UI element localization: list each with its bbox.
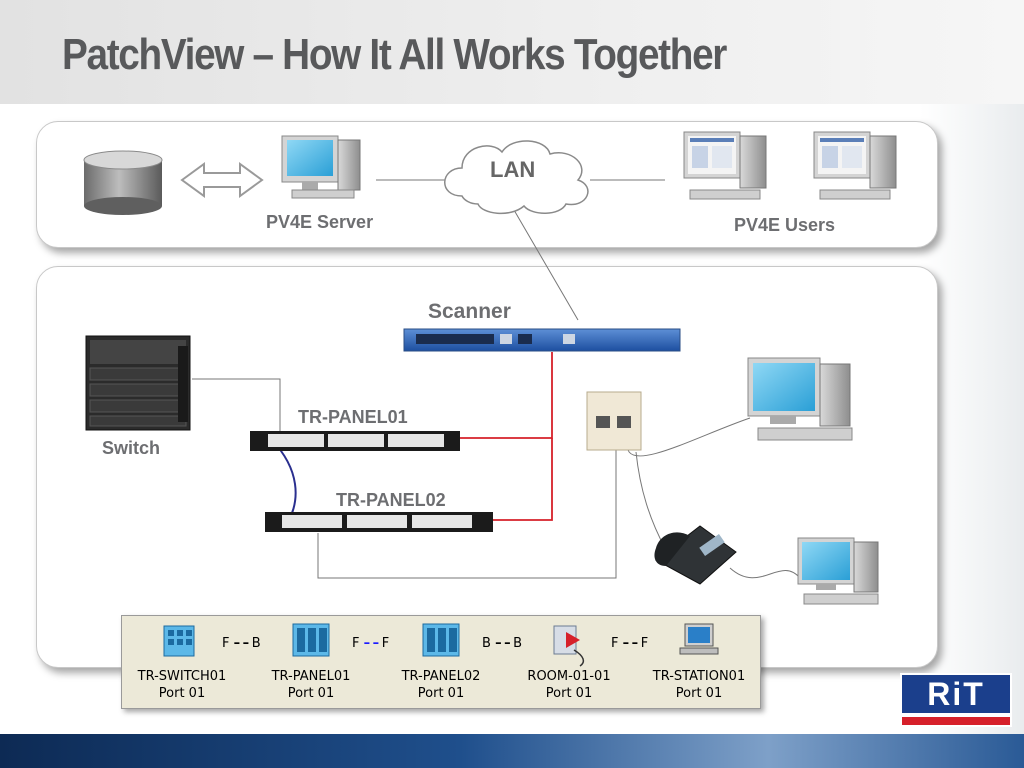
server-lan-panel [36,121,938,248]
scanner-device-icon [403,328,681,352]
ip-phone-icon [654,525,737,585]
connection-4: F – – F [611,636,649,651]
path-node[interactable]: TR-SWITCH01 Port 01 [126,668,238,702]
lan-label: LAN [490,157,536,182]
user-computer-icon [683,131,767,200]
patch-panel-icon [250,431,460,451]
path-node-port: Port 01 [287,686,335,701]
logo-text: RiT [902,675,1010,713]
connection-3: B – – B [482,636,523,651]
server-label: PV4E Server [266,212,374,232]
switch-label: Switch [102,438,161,458]
connection-2: F – – F [352,636,390,651]
lan-cloud-icon [444,140,589,215]
workstation-computer-icon [747,357,853,441]
path-node[interactable]: ROOM-01-01 Port 01 [512,668,626,702]
slide-title: PatchView – How It All Works Together [62,30,727,79]
path-node-port: Port 01 [158,686,206,701]
title-band [0,0,1024,104]
path-node[interactable]: TR-STATION01 Port 01 [642,668,756,702]
connection-path-box: F – – B F – – F B – – B F – – F TR-SWITC… [121,615,761,709]
rit-logo: RiT [900,673,1012,727]
path-node[interactable]: TR-PANEL02 Port 01 [386,668,496,702]
scanner-label: Scanner [428,300,511,323]
logo-stripe [902,717,1010,725]
panel1-label: TR-PANEL01 [298,407,408,427]
path-node-name: TR-STATION01 [652,669,746,684]
path-node-port: Port 01 [545,686,593,701]
wall-outlet-icon [553,625,585,667]
database-icon [83,150,163,215]
switch-icon [163,625,195,657]
path-node-port: Port 01 [675,686,723,701]
double-arrow-icon [180,162,264,198]
patch-panel-icon [422,623,460,657]
path-node-name: TR-PANEL01 [271,669,351,684]
path-node-port: Port 01 [417,686,465,701]
patch-panel-icon [292,623,330,657]
panel2-label: TR-PANEL02 [336,490,446,510]
workstation-icon [679,623,719,655]
patch-panel-icon [265,512,493,532]
path-icons [163,623,719,667]
workstation-computer-icon [797,537,879,605]
path-node-name: TR-SWITCH01 [137,669,227,684]
connection-1: F – – B [222,636,261,651]
switch-chassis-icon [85,335,191,431]
server-computer-icon [281,135,361,199]
users-label: PV4E Users [734,215,836,235]
user-computer-icon [813,131,897,200]
path-node-name: TR-PANEL02 [401,669,481,684]
wall-outlet-icon [586,391,642,451]
footer-band [0,734,1024,768]
path-node[interactable]: TR-PANEL01 Port 01 [256,668,366,702]
path-node-name: ROOM-01-01 [527,669,611,684]
